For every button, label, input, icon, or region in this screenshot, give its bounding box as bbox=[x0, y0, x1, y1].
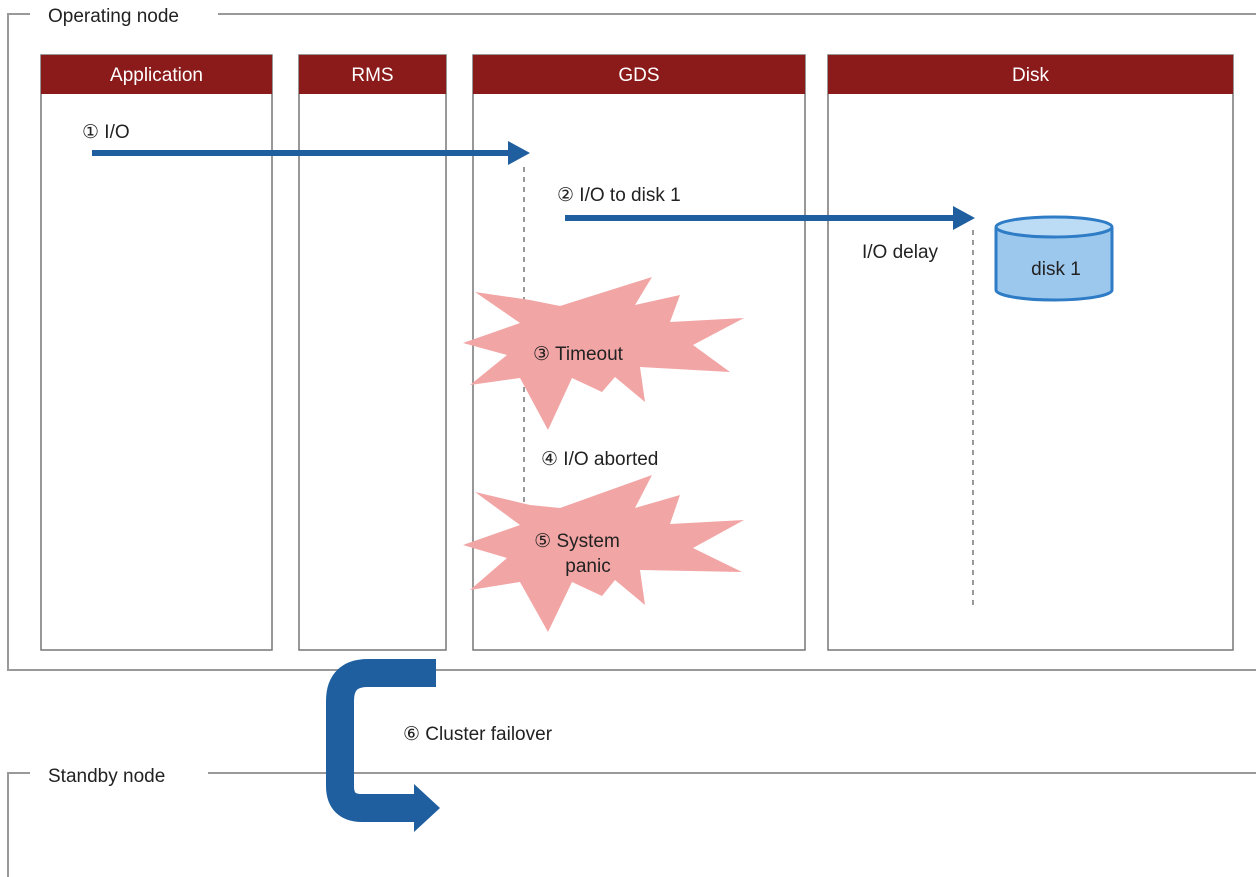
disk1-label: disk 1 bbox=[1031, 259, 1081, 280]
step5-label-line1: ⑤ System bbox=[534, 531, 620, 552]
step2-arrow bbox=[565, 206, 975, 230]
column-title-gds: GDS bbox=[618, 65, 659, 86]
step4-label: ④ I/O aborted bbox=[541, 449, 658, 470]
step1-arrow bbox=[92, 141, 530, 165]
failover-arrow bbox=[326, 659, 440, 832]
column-application: Application bbox=[40, 54, 273, 651]
operating-node-label: Operating node bbox=[48, 6, 179, 27]
column-title-rms: RMS bbox=[351, 65, 393, 86]
standby-node-frame: Standby node bbox=[7, 766, 1256, 877]
operating-node-frame: Operating node bbox=[7, 6, 1256, 671]
column-rms: RMS bbox=[298, 54, 447, 651]
system-panic-burst: ⑤ System panic bbox=[463, 475, 744, 632]
column-disk: Disk bbox=[827, 54, 1234, 651]
step5-label-line2: panic bbox=[565, 556, 610, 577]
timeout-burst: ③ Timeout bbox=[463, 277, 744, 430]
disk1-cylinder-icon: disk 1 bbox=[994, 215, 1114, 302]
step1-label: ① I/O bbox=[82, 122, 130, 143]
step2-label: ② I/O to disk 1 bbox=[557, 185, 681, 206]
column-title-application: Application bbox=[110, 65, 203, 86]
step3-label: ③ Timeout bbox=[533, 344, 624, 365]
step6-label: ⑥ Cluster failover bbox=[403, 724, 553, 745]
io-delay-label: I/O delay bbox=[862, 242, 939, 263]
column-title-disk: Disk bbox=[1012, 65, 1049, 86]
standby-node-label: Standby node bbox=[48, 766, 165, 787]
